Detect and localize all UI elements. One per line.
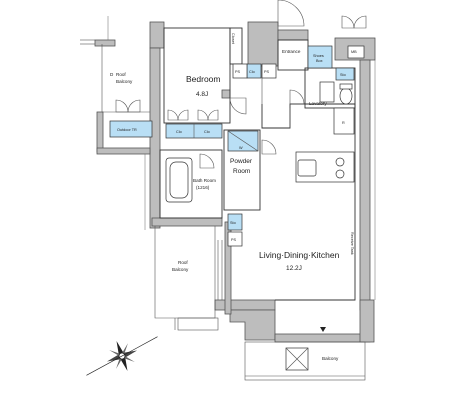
wall-top-column-center xyxy=(247,21,279,67)
clo-door-1 xyxy=(167,109,179,121)
clo-right-label: Clo xyxy=(204,130,210,134)
clo-door-3 xyxy=(197,109,209,121)
roof-balcony-lower-2: Balcony xyxy=(172,267,189,272)
mb-box xyxy=(347,45,365,59)
clo-door-2 xyxy=(177,109,189,121)
wall-bath-bottom xyxy=(151,217,223,227)
powder-name-2: Room xyxy=(233,168,250,175)
ps-lower-box xyxy=(227,231,243,247)
fridge-box xyxy=(333,107,355,135)
wall-outdoor-left xyxy=(96,111,104,153)
d-mark: D xyxy=(110,72,114,77)
mb-door-left xyxy=(341,15,355,29)
ps-label-1: PS xyxy=(235,70,241,74)
appliances xyxy=(165,81,355,371)
shoes-box xyxy=(307,45,333,69)
ac-unit-x2 xyxy=(285,347,309,371)
powder-outline xyxy=(223,129,261,211)
wall-bedroom-corner xyxy=(221,89,231,99)
sto-lower-label: Sto xyxy=(230,221,236,225)
mb-label: MB xyxy=(351,50,357,54)
wall-entrance-top xyxy=(277,29,309,41)
stove-burner-2 xyxy=(335,169,345,179)
wall-right xyxy=(359,59,371,311)
structural-walls xyxy=(94,21,376,343)
bedroom-door xyxy=(229,97,247,115)
washbasin xyxy=(319,81,335,103)
ps-label-2: PS xyxy=(264,70,270,74)
closet-label: Closet xyxy=(231,33,235,45)
bedroom-size: 4.8J xyxy=(196,91,208,98)
outdoor-tr-label: Outdoor TR xyxy=(117,128,137,132)
mb-door-right xyxy=(353,15,367,29)
toilet-tank xyxy=(339,83,353,90)
balcony-name: Balcony xyxy=(322,356,339,361)
w-label: W xyxy=(239,146,243,150)
r-label: R xyxy=(342,121,345,125)
ldk-name: Living·Dining·Kitchen xyxy=(259,250,340,260)
wall-bottom-right xyxy=(274,333,371,343)
shoes-box-label-1: Shoes xyxy=(313,54,324,58)
ldk-size: 12.2J xyxy=(286,265,302,272)
w-box-diagonal xyxy=(227,130,259,152)
entrance-triangle-icon xyxy=(320,327,326,332)
roof-balcony-upper-1: Roof xyxy=(116,72,126,77)
stove-burner-1 xyxy=(335,157,345,167)
room-outlines xyxy=(80,16,376,381)
balcony-outline xyxy=(244,341,366,381)
sto-lower-box xyxy=(227,213,243,231)
bedroom-outline xyxy=(163,27,231,124)
wall-top-column-left xyxy=(149,21,165,49)
toilet xyxy=(339,87,353,105)
roof-balcony-lower-1: Roof xyxy=(178,260,188,265)
lavatory-door xyxy=(289,89,305,105)
wall-left-upper xyxy=(149,47,161,229)
clo-label-1: Clo xyxy=(249,70,255,74)
shoes-box-label-2: Box xyxy=(316,59,323,63)
outdoor-tr-box xyxy=(109,120,153,138)
wall-top-left-stub xyxy=(94,39,116,47)
clo-left-label: Clo xyxy=(176,130,182,134)
bedroom-name: Bedroom xyxy=(186,74,221,84)
ps-box xyxy=(232,63,248,79)
wall-bottom-right-column xyxy=(359,299,375,343)
kitchen-sink xyxy=(297,159,317,177)
bath-name: Bath Room xyxy=(193,178,216,183)
wall-bottom-column xyxy=(229,309,276,341)
clo-door-4 xyxy=(207,109,219,121)
labels: Bedroom 4.8J Living·Dining·Kitchen 12.2J… xyxy=(110,33,357,361)
receive-tank-label: Receive Tank xyxy=(350,232,354,255)
doors xyxy=(115,0,367,300)
storage-fixtures xyxy=(109,45,365,247)
roof-balcony-door-left xyxy=(115,99,129,113)
bath-size: (1216) xyxy=(196,185,210,190)
roof-balcony-lower-outline xyxy=(154,226,216,319)
roof-balcony-door-right xyxy=(127,99,141,113)
sto-box xyxy=(335,67,355,81)
compass-rose-icon xyxy=(86,336,158,376)
sto-label: Sto xyxy=(340,73,346,77)
wall-bottom-notch xyxy=(214,299,276,311)
powder-name-1: Powder xyxy=(230,158,253,165)
entrance-name: Entrance xyxy=(282,49,301,54)
powder-door xyxy=(261,139,277,155)
bathtub-inner xyxy=(169,161,189,199)
bath-outline xyxy=(159,149,223,219)
bath-door xyxy=(199,153,215,169)
wall-outdoor-bottom xyxy=(96,147,151,155)
ps-lower-label: PS xyxy=(231,238,237,242)
ps-box-2 xyxy=(261,63,277,79)
roof-balcony-upper-2: Balcony xyxy=(116,79,133,84)
entrance-outline xyxy=(277,39,309,71)
roof-balcony-upper-outline xyxy=(101,44,150,113)
lavatory-name: Lavatory xyxy=(309,101,327,106)
roof-balcony-lower-ledge xyxy=(177,317,219,331)
front-door-swing xyxy=(277,0,305,27)
